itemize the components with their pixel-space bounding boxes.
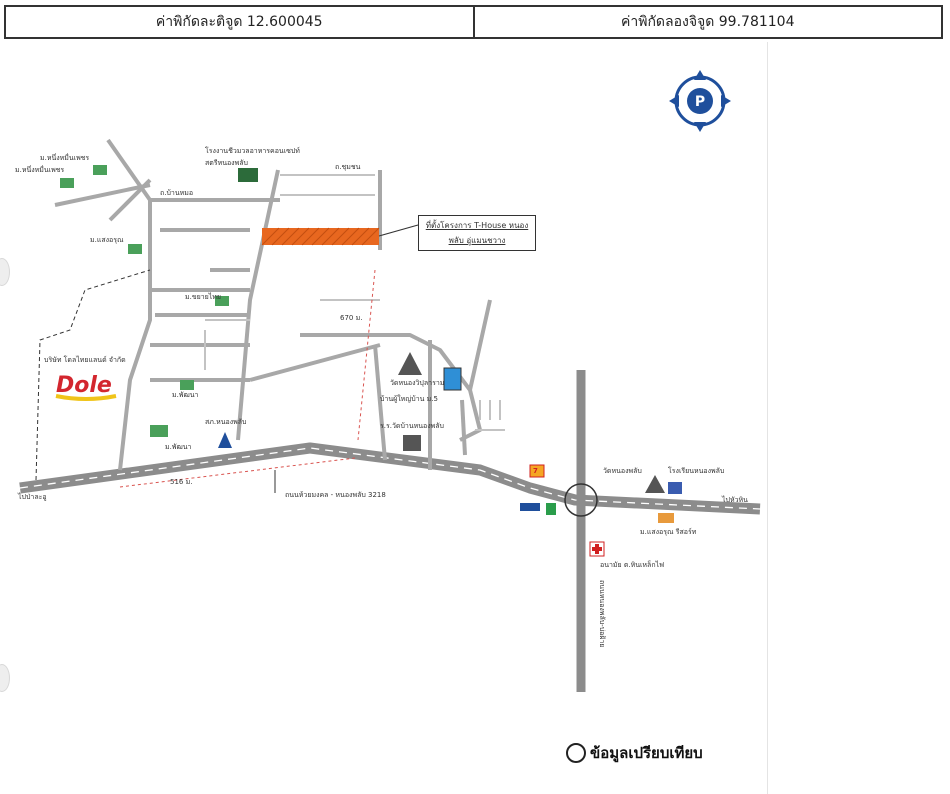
dole-logo: Dole <box>55 373 117 401</box>
minor-roads <box>204 174 505 431</box>
school-2-label: บ้านผู้ใหญ่บ้าน ม.5 <box>380 394 438 403</box>
distance-top-label: 670 ม. <box>340 314 362 322</box>
road-top2-label: ถ.ชุมชน <box>335 163 361 171</box>
temple-home-label: ม.แสงอรุณ รีสอร์ท <box>640 528 697 536</box>
side-roads <box>54 138 492 471</box>
footer-note-text: ข้อมูลเปรียบเทียบ <box>590 744 703 762</box>
temple-icon <box>398 352 665 493</box>
seven-eleven-icon <box>529 464 545 478</box>
hospital-label: อนามัย ต.หินเหล็กไฟ <box>600 560 664 569</box>
road-name-label: ถนนห้วยมงคล - หนองพลับ 3218 <box>285 491 386 499</box>
school-icon <box>668 482 682 494</box>
dole-boundary <box>35 269 151 481</box>
bank-icon <box>520 503 540 511</box>
temple-1-label: วัดหนองพลับ <box>603 467 642 475</box>
direction-left: ไปป่าละอู <box>17 492 47 501</box>
main-road <box>19 442 761 515</box>
dole-company-label: บริษัท โดลไทยแลนด์ จำกัด <box>44 355 126 364</box>
police-icon <box>218 432 232 448</box>
house-icon <box>60 165 674 523</box>
site-pointer-line <box>378 224 419 237</box>
longitude-label: ค่าพิกัดลองจิจูด 99.781104 <box>620 14 795 30</box>
direction-right: ไปหัวหิน <box>721 495 748 504</box>
footer-note: ข้อมูลเปรียบเทียบ <box>566 741 703 765</box>
village-bottom: ม.พัฒนา <box>172 391 199 399</box>
svg-text:Dole: Dole <box>56 373 112 398</box>
hospital-icon <box>589 541 605 557</box>
vertical-road-right <box>564 370 598 692</box>
pond <box>443 367 462 391</box>
village-left-2: ม.หนึ่งหมื่นเพชร <box>15 165 64 174</box>
latitude-label: ค่าพิกัดละติจูด 12.600045 <box>6 7 475 37</box>
factory-label-2: สตรีหนองพลับ <box>205 159 248 167</box>
seven-eleven-label: 7 <box>533 467 538 475</box>
school-3-label: ร.ร.วัดบ้านหนองพลับ <box>380 422 444 430</box>
road-top-label: ถ.บ้านหมอ <box>160 189 193 197</box>
store-icon <box>546 503 556 515</box>
coordinates-header: ค่าพิกัดละติจูด 12.600045 ค่าพิกัดลองจิจ… <box>4 5 943 39</box>
circle-icon <box>566 743 586 763</box>
factory-label: โรงงานชีวมวลอาหารคอนเซปท์ <box>205 146 300 155</box>
svg-text:P: P <box>695 94 705 110</box>
police-station-label: สภ.หนองพลับ <box>205 418 246 426</box>
road-vertical-label: ถนนหนองพลับ-บ่อฝ้าย <box>598 580 606 647</box>
village-b2: ม.พัฒนา <box>165 443 192 451</box>
distance-lines <box>119 269 376 488</box>
village-moo: ม.ขยายไทย <box>185 292 221 301</box>
school-label: โรงเรียนหนองพลับ <box>668 466 724 475</box>
compass-icon: P <box>669 70 731 132</box>
page-margin-line <box>767 42 768 794</box>
pond-temple-label: วัดหนองวิปุลาราม <box>390 379 444 387</box>
project-site-label: ที่ตั้งโครงการ T-House หนองพลับ อู่แมนชว… <box>418 215 536 251</box>
distance-bottom-label: 516 ม. <box>170 478 192 486</box>
village-left-1: ม.หนึ่งหมื่นเพชร <box>40 153 89 162</box>
village-mid: ม.แสงอรุณ <box>90 236 124 244</box>
